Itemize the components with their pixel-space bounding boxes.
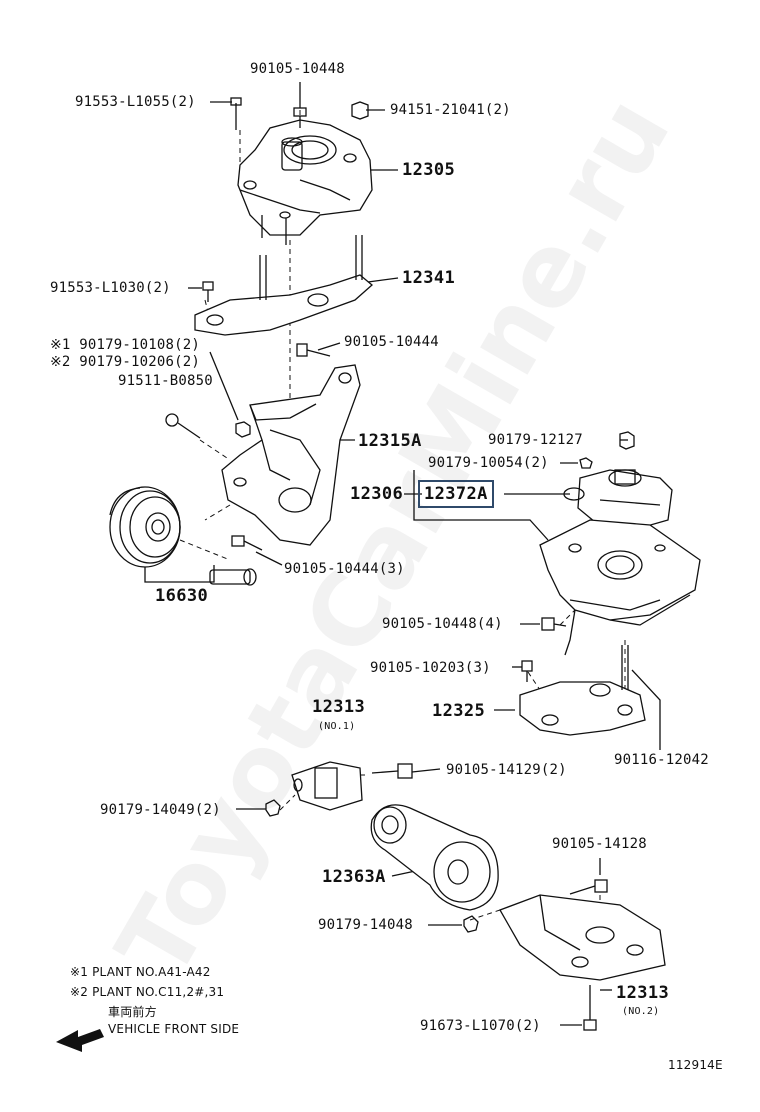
label-90105-14129: 90105-14129(2) <box>446 762 567 778</box>
label-90179-10108: ※1 90179-10108(2) <box>50 337 200 353</box>
label-91673-l1070: 91673-L1070(2) <box>420 1018 541 1034</box>
label-91511-b0850: 91511-B0850 <box>118 373 213 389</box>
note-front-jp: 車両前方 <box>108 1005 157 1019</box>
note-plant-2: ※2 PLANT NO.C11,2#,31 <box>70 985 225 999</box>
note-front-en: VEHICLE FRONT SIDE <box>108 1022 240 1036</box>
label-16630: 16630 <box>155 586 209 606</box>
label-90179-14049: 90179-14049(2) <box>100 802 221 818</box>
label-90105-10448-4: 90105-10448(4) <box>382 616 503 632</box>
label-90105-10448: 90105-10448 <box>250 61 345 77</box>
label-94151-21041: 94151-21041(2) <box>390 102 511 118</box>
note-plant-1: ※1 PLANT NO.A41-A42 <box>70 965 211 979</box>
label-90179-14048: 90179-14048 <box>318 917 413 933</box>
label-91553-l1055: 91553-L1055(2) <box>75 94 196 110</box>
label-12372a-highlighted[interactable]: 12372A <box>418 480 494 508</box>
label-12313-no2: 12313 <box>616 983 670 1003</box>
label-90179-10206: ※2 90179-10206(2) <box>50 354 200 370</box>
label-90105-14128: 90105-14128 <box>552 836 647 852</box>
label-12313-no1: 12313 <box>312 697 366 717</box>
label-90105-10203-3: 90105-10203(3) <box>370 660 491 676</box>
label-12341: 12341 <box>402 268 456 288</box>
label-90105-10444: 90105-10444 <box>344 334 439 350</box>
label-91553-l1030: 91553-L1030(2) <box>50 280 171 296</box>
label-90179-12127: 90179-12127 <box>488 432 583 448</box>
label-12306: 12306 <box>350 484 404 504</box>
label-12305: 12305 <box>402 160 456 180</box>
diagram-id: 112914E <box>668 1058 723 1072</box>
vehicle-front-arrow-icon <box>56 1029 104 1052</box>
label-90179-10054: 90179-10054(2) <box>428 455 549 471</box>
label-12325: 12325 <box>432 701 486 721</box>
label-12363a: 12363A <box>322 867 386 887</box>
label-no2: (NO.2) <box>622 1006 660 1017</box>
label-90105-10444-3: 90105-10444(3) <box>284 561 405 577</box>
label-90116-12042: 90116-12042 <box>614 752 709 768</box>
label-12315a: 12315A <box>358 431 422 451</box>
label-no1: (NO.1) <box>318 721 356 732</box>
